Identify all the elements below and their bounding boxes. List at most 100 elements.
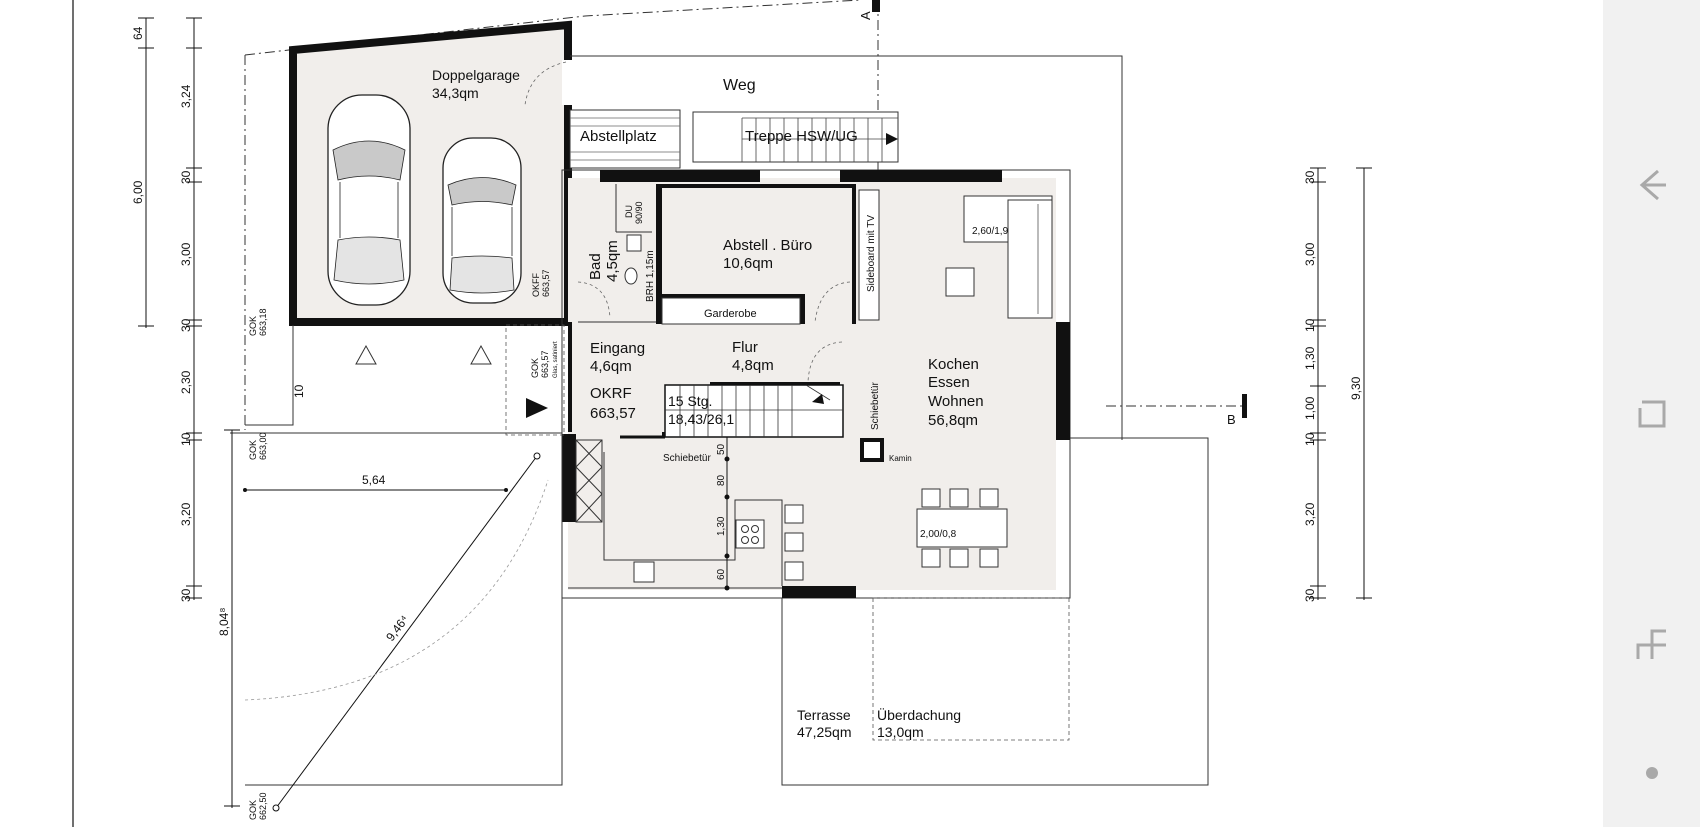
kitchen-counter (603, 452, 783, 586)
terrace-outline (781, 437, 1209, 786)
table-size: 2,00/0,8 (920, 529, 957, 540)
bad-name: Bad (587, 253, 604, 280)
okff-value: 663,57 (541, 269, 551, 297)
gok-bottom-value: 662,50 (258, 792, 268, 820)
right-dim-chain (1310, 167, 1372, 600)
bad-area: 4,5qm (604, 240, 621, 282)
terrasse-name: Terrasse (797, 707, 851, 723)
home-icon (1636, 629, 1666, 659)
schiebetuer-right: Schiebetür (870, 382, 881, 430)
back-button[interactable] (1627, 160, 1677, 210)
parking-edge (245, 325, 294, 426)
stair-arrow-icon (886, 133, 898, 145)
toilet-icon (624, 267, 638, 285)
schiebetuer-bottom: Schiebetür (663, 453, 711, 464)
rdim-10b: 10 (1303, 432, 1317, 446)
kochen-area: 56,8qm (928, 412, 978, 429)
garderobe-box (661, 297, 801, 325)
outdoor-stair (692, 111, 899, 163)
gok-bottom-label: GOK (248, 800, 258, 820)
stairs-dims: 18,43/26,1 (668, 411, 734, 427)
sofa-side (1007, 199, 1053, 319)
diagonal-dim (275, 455, 538, 809)
brh-label: BRH 1,15m (645, 250, 656, 302)
ldim-804: 8,04⁸ (217, 608, 231, 636)
cooktop-icon (735, 519, 765, 549)
section-a-label: A (858, 11, 873, 20)
rdim-320: 3,20 (1303, 502, 1317, 526)
gok-entrance-label: GOK (530, 358, 540, 378)
treppe-label: Treppe HSW/UG (745, 128, 858, 145)
ldim-10: 10 (179, 432, 193, 446)
garage-area: 34,3qm (432, 85, 479, 101)
sink-icon (626, 234, 642, 252)
dim-diagonal: 9,46⁴ (383, 613, 411, 644)
section-b-mark (1242, 394, 1247, 418)
home-button[interactable] (1627, 620, 1677, 670)
dining-table (916, 508, 1008, 548)
recent-apps-button[interactable] (1627, 387, 1677, 437)
terrasse-area: 47,25qm (797, 724, 851, 740)
kdim-80: 80 (716, 474, 727, 486)
kamin-icon (860, 438, 884, 462)
rdim-30b: 30 (1303, 588, 1317, 602)
ldim-64: 64 (131, 26, 145, 40)
kdim-130: 1,30 (716, 516, 727, 536)
garage-door-gap (562, 60, 574, 105)
buero-door-swing (814, 281, 851, 323)
kdim-60: 60 (716, 568, 727, 580)
triangle-marker-icon (355, 344, 377, 365)
ueberdachung-outline (872, 597, 1070, 741)
kitchen-sink-icon (633, 561, 655, 583)
rdim-130: 1,30 (1303, 346, 1317, 370)
rdim-30a: 30 (1303, 170, 1317, 184)
left-dim-chain (138, 17, 240, 808)
du-label: DU (624, 205, 634, 218)
rdim-300: 3,00 (1303, 242, 1317, 266)
chairs (784, 488, 999, 581)
bad-door-swing (577, 281, 611, 319)
gok-garage-label: GOK (248, 316, 258, 336)
eingang-area: 4,6qm (590, 358, 632, 375)
ldim-300: 3,00 (179, 242, 193, 266)
entrance-canopy (505, 324, 565, 436)
garage-offset: 10 (292, 384, 306, 398)
flur-name: Flur (732, 339, 758, 356)
ldim-230: 2,30 (179, 370, 193, 394)
buero-name: Abstell . Büro (723, 237, 812, 254)
weg-label: Weg (723, 77, 756, 94)
ldim-324: 3,24 (179, 84, 193, 108)
okff-label: OKFF (531, 272, 541, 297)
garage-name: Doppelgarage (432, 67, 520, 83)
android-nav-bar (1603, 0, 1700, 827)
floor-plan: Doppelgarage 34,3qm OKFF 663,57 Weg Abst… (72, 0, 1372, 827)
dot-icon (1646, 767, 1658, 779)
gok-lower-label: GOK (248, 440, 258, 460)
okrf-value: 663,57 (590, 405, 636, 422)
internal-stair (664, 384, 844, 438)
car-icon (442, 137, 522, 304)
abstellplatz-label: Abstellplatz (580, 128, 657, 145)
kamin-label: Kamin (889, 454, 912, 463)
coffee-table (945, 267, 975, 297)
wohnen-label: Wohnen (928, 393, 984, 410)
kochen-label: Kochen (928, 356, 979, 373)
gok-lower-value: 663,00 (258, 432, 268, 460)
glass-label: Glas, satiniert (553, 341, 559, 378)
swing-arc (244, 479, 549, 701)
flur-area: 4,8qm (732, 357, 774, 374)
kdim-50-top: 50 (716, 443, 727, 455)
rdim-10a: 10 (1303, 318, 1317, 332)
sofa-size: 2,60/1,9 (972, 226, 1009, 237)
ldim-30c: 30 (179, 588, 193, 602)
ldim-30a: 30 (179, 170, 193, 184)
du-size: 90/90 (634, 201, 644, 224)
rdim-930: 9,30 (1349, 376, 1363, 400)
ldim-600: 6,00 (131, 180, 145, 204)
ldim-320: 3,20 (179, 502, 193, 526)
assistant-dot-button[interactable] (1627, 748, 1677, 798)
buero-area: 10,6qm (723, 255, 773, 272)
ldim-30b: 30 (179, 318, 193, 332)
gok-entrance-value: 663,57 (540, 350, 550, 378)
abstellplatz-box (569, 109, 681, 169)
